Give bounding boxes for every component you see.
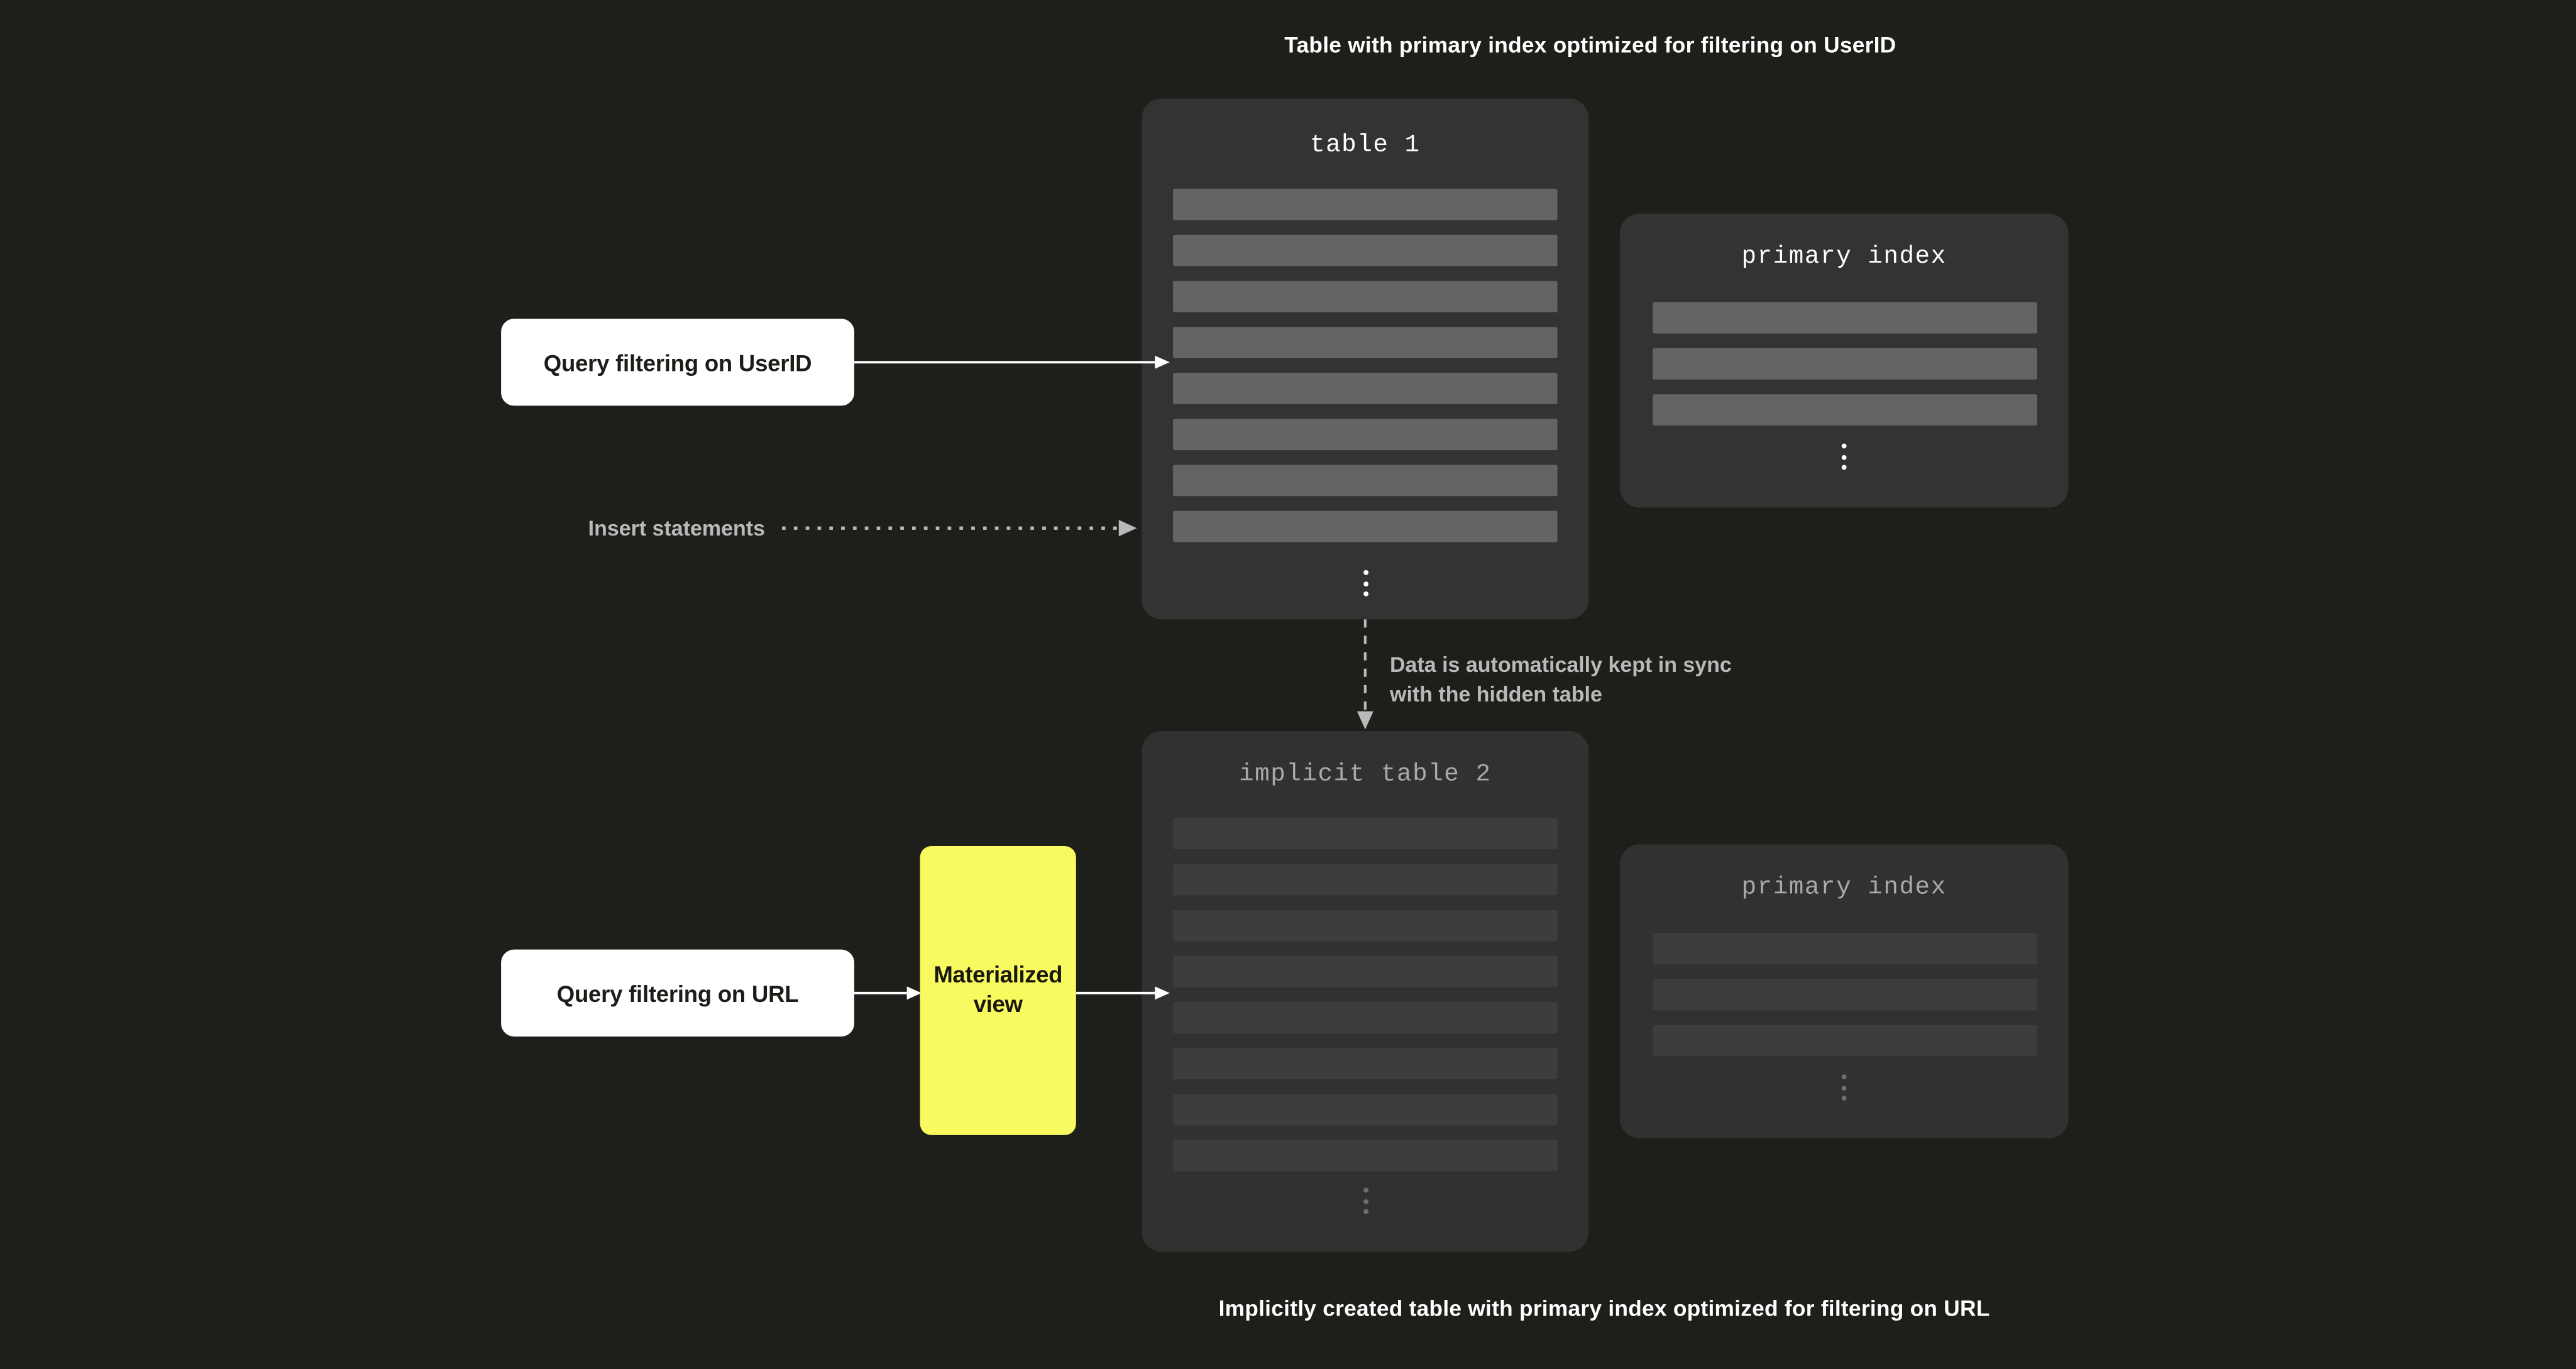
arrow-sync-table1-to-table2: [1354, 619, 1377, 731]
query-filtering-on-url-box[interactable]: Query filtering on URL: [501, 949, 855, 1037]
implicit-table-2-rows: [1173, 818, 1558, 1172]
table-row: [1173, 189, 1558, 221]
implicit-table-2-card: implicit table 2: [1142, 731, 1589, 1252]
arrow-query-userid-to-table1: [854, 351, 1170, 371]
table-row: [1173, 956, 1558, 987]
arrow-materialized-view-to-table2: [1076, 982, 1170, 1002]
vertical-ellipsis-icon: [1620, 439, 2068, 475]
vertical-ellipsis-icon: [1142, 1183, 1588, 1219]
primary-index-2-title: primary index: [1741, 874, 1947, 902]
top-caption: Table with primary index optimized for f…: [1284, 33, 1896, 58]
sync-note-label: Data is automatically kept in sync with …: [1390, 652, 1732, 706]
table-row: [1173, 1048, 1558, 1080]
table-row: [1173, 1140, 1558, 1172]
index-row: [1653, 933, 2037, 965]
insert-statements-label: Insert statements: [588, 515, 765, 541]
primary-index-1-title: primary index: [1741, 243, 1947, 272]
table-row: [1173, 910, 1558, 942]
arrow-query-url-to-materialized-view: [854, 982, 922, 1002]
table-row: [1173, 327, 1558, 358]
table-row: [1173, 465, 1558, 497]
query-filtering-on-url-label: Query filtering on URL: [556, 979, 799, 1006]
index-row: [1653, 1025, 2037, 1057]
vertical-ellipsis-icon: [1620, 1069, 2068, 1105]
arrow-insert-statements-to-table1: [782, 517, 1137, 537]
index-row: [1653, 348, 2037, 380]
query-filtering-on-userid-label: Query filtering on UserID: [543, 349, 812, 376]
primary-index-2-rows: [1653, 933, 2037, 1057]
table-row: [1173, 510, 1558, 542]
index-row: [1653, 979, 2037, 1011]
primary-index-1-card: primary index: [1619, 213, 2069, 508]
table-row: [1173, 1002, 1558, 1033]
table-row: [1173, 280, 1558, 312]
query-filtering-on-userid-box[interactable]: Query filtering on UserID: [501, 319, 855, 406]
materialized-view-label: Materialized view: [933, 961, 1063, 1017]
vertical-ellipsis-icon: [1142, 565, 1588, 601]
table-row: [1173, 818, 1558, 850]
materialized-view-box[interactable]: Materialized view: [920, 845, 1076, 1135]
table-row: [1173, 373, 1558, 404]
table-row: [1173, 419, 1558, 451]
table-row: [1173, 1094, 1558, 1126]
primary-index-2-card: primary index: [1619, 844, 2069, 1139]
index-row: [1653, 302, 2037, 334]
primary-index-1-rows: [1653, 302, 2037, 426]
table-1-title: table 1: [1309, 131, 1421, 160]
table-row: [1173, 234, 1558, 267]
table-1-rows: [1173, 189, 1558, 542]
bottom-caption: Implicitly created table with primary in…: [1218, 1296, 1990, 1321]
implicit-table-2-title: implicit table 2: [1239, 761, 1492, 789]
index-row: [1653, 394, 2037, 426]
table-1-card: table 1: [1142, 98, 1589, 620]
table-row: [1173, 864, 1558, 896]
